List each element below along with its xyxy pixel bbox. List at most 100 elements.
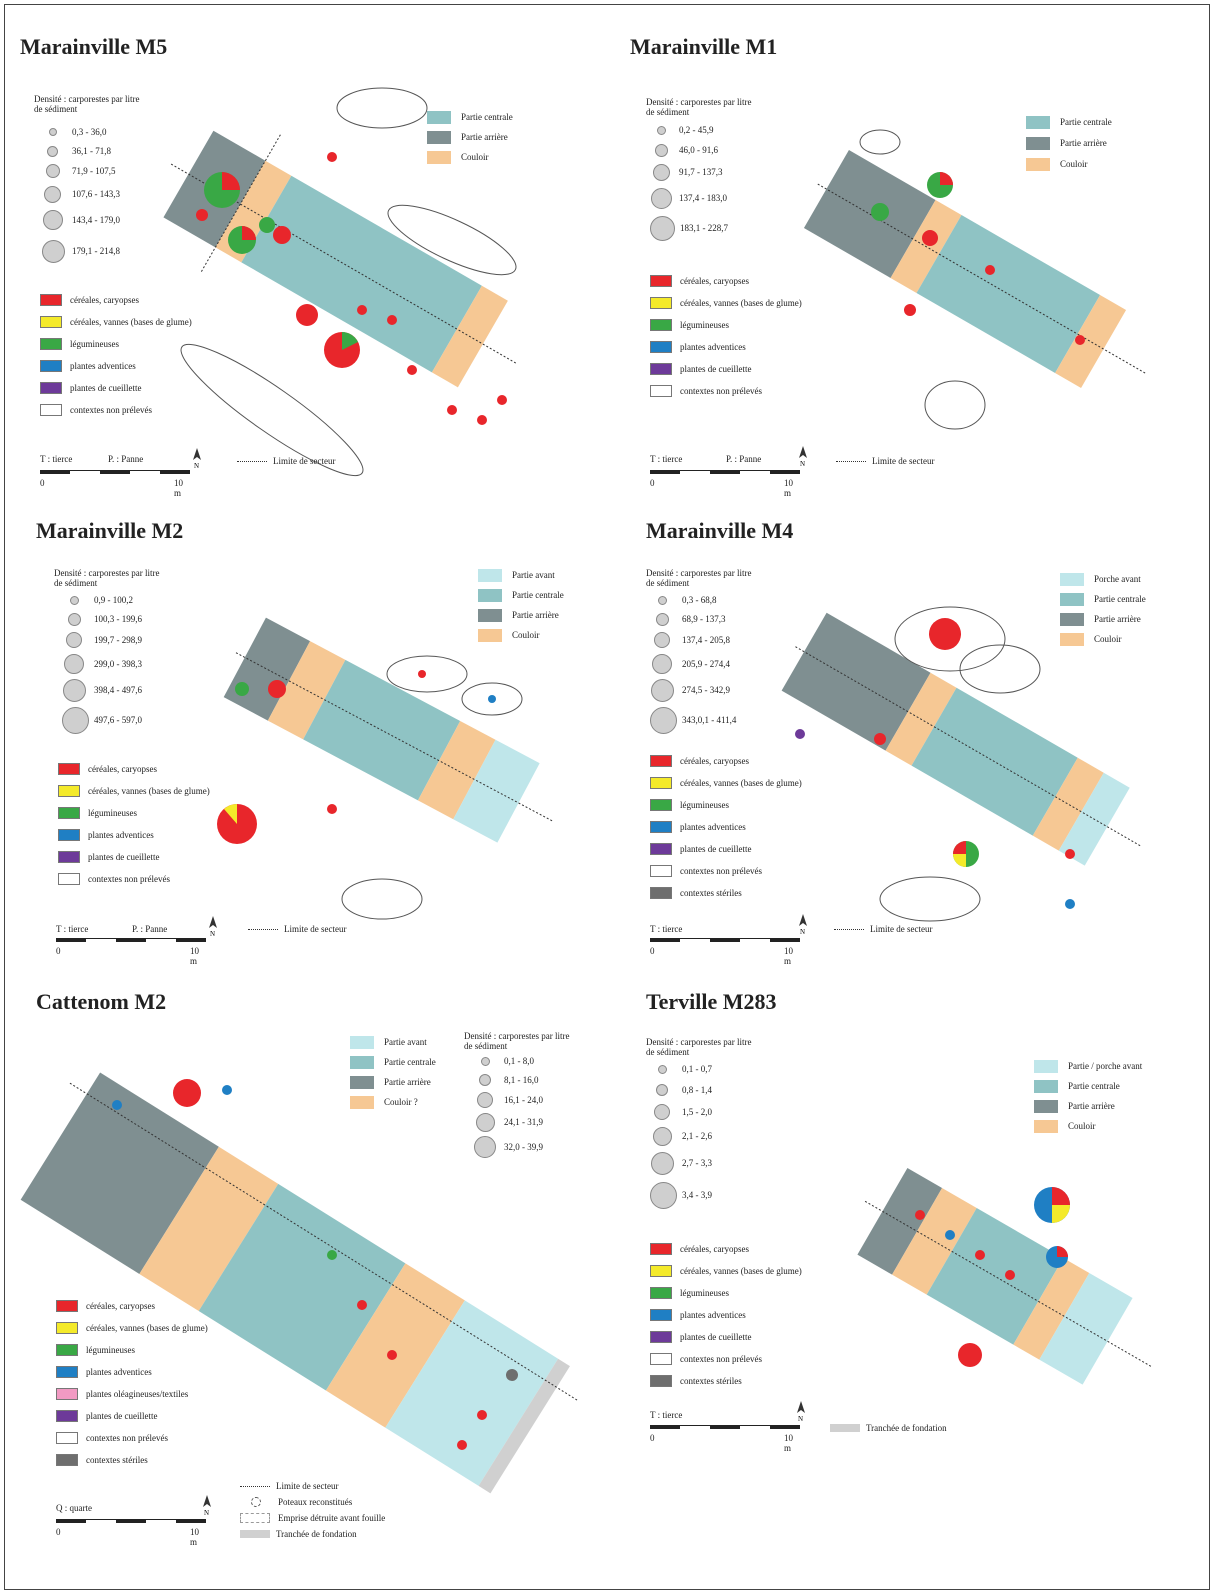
scale-bar: 0 10 m — [650, 1425, 800, 1453]
legend-cereales-vannes: céréales, vannes (bases de glume) — [650, 1264, 802, 1278]
density-class: 0,3 - 68,8 — [650, 592, 717, 608]
zone-partie-centrale: Partie centrale — [1034, 1079, 1120, 1093]
legend-non-preleves: contextes non prélevés — [56, 1431, 168, 1445]
density-class: 1,5 - 2,0 — [650, 1104, 712, 1120]
zone-partie-centrale: Partie centrale — [350, 1055, 436, 1069]
zone-couloir: Couloir ? — [350, 1095, 418, 1109]
density-class: 91,7 - 137,3 — [650, 163, 723, 181]
extra-tranchee-fondation: Tranchée de fondation — [240, 1527, 357, 1541]
svg-text:N: N — [798, 1415, 803, 1421]
density-class: 24,1 - 31,9 — [474, 1112, 543, 1132]
density-class: 274,5 - 342,9 — [650, 678, 730, 702]
zone-partie-avant: Partie avant — [350, 1035, 427, 1049]
legend-steriles: contextes stériles — [56, 1453, 148, 1467]
extra-poteaux-reconstitues: Poteaux reconstitués — [240, 1495, 352, 1509]
zone-partie-arriere: Partie arrière — [350, 1075, 431, 1089]
legend-cereales-caryopses: céréales, caryopses — [58, 762, 157, 776]
zone-partie-avant: Partie avant — [478, 568, 555, 582]
density-class: 68,9 - 137,3 — [650, 611, 726, 627]
svg-text:N: N — [210, 930, 215, 936]
legend-legumineuses: légumineuses — [58, 806, 137, 820]
density-class: 3,4 - 3,9 — [650, 1181, 712, 1209]
density-class: 0,9 - 100,2 — [62, 592, 133, 608]
north-arrow-icon: N — [193, 448, 201, 468]
legend-cereales-vannes: céréales, vannes (bases de glume) — [650, 776, 802, 790]
density-class: 0,1 - 0,7 — [650, 1061, 712, 1077]
density-class: 0,1 - 8,0 — [474, 1053, 534, 1069]
density-class: 497,6 - 597,0 — [62, 706, 142, 734]
zone-porche-avant: Porche avant — [1060, 572, 1141, 586]
density-class: 71,9 - 107,5 — [42, 163, 116, 179]
scale-bar: 0 10 m — [56, 938, 206, 966]
density-title: Densité : carporestes par litre de sédim… — [646, 568, 752, 588]
density-class: 107,6 - 143,3 — [42, 185, 120, 203]
density-class: 0,8 - 1,4 — [650, 1082, 712, 1098]
legend-cueillette: plantes de cueillette — [650, 842, 751, 856]
scale-bar: 0 10 m — [650, 470, 800, 498]
abbr-tierce: T : tierce — [650, 1410, 683, 1420]
legend-cereales-caryopses: céréales, caryopses — [650, 754, 749, 768]
abbr-panne: P. : Panne — [132, 924, 168, 934]
north-arrow-icon: N — [799, 446, 807, 466]
scale-bar: 0 10 m — [40, 470, 190, 498]
legend-non-preleves: contextes non prélevés — [40, 403, 152, 417]
density-title: Densité : carporestes par litre de sédim… — [464, 1031, 570, 1051]
density-class: 46,0 - 91,6 — [650, 142, 718, 158]
zone-partie-arriere: Partie arrière — [1034, 1099, 1115, 1113]
density-class: 143,4 - 179,0 — [42, 210, 120, 230]
density-class: 0,2 - 45,9 — [650, 122, 714, 138]
legend-non-preleves: contextes non prélevés — [650, 384, 762, 398]
density-class: 36,1 - 71,8 — [42, 143, 111, 159]
density-class: 16,1 - 24,0 — [474, 1092, 543, 1108]
legend-steriles: contextes stériles — [650, 886, 742, 900]
scale-bar: 0 10 m — [650, 938, 800, 966]
abbr-tierce: T : tierce — [40, 454, 73, 464]
svg-text:N: N — [204, 1509, 209, 1515]
house-plan — [20, 1072, 580, 1494]
extra-limite-secteur: Limite de secteur — [240, 1479, 338, 1493]
abbr-tierce: T : tierce — [56, 924, 89, 934]
limite-secteur: Limite de secteur — [836, 456, 934, 466]
legend-cereales-vannes: céréales, vannes (bases de glume) — [650, 296, 802, 310]
legend-legumineuses: légumineuses — [650, 1286, 729, 1300]
north-arrow-icon: N — [797, 1401, 805, 1421]
density-class: 0,3 - 36,0 — [42, 124, 107, 140]
density-class: 2,7 - 3,3 — [650, 1151, 712, 1175]
scale-bar: 0 10 m — [56, 1519, 206, 1547]
north-arrow-icon: N — [209, 916, 217, 936]
zone-couloir: Couloir — [478, 628, 540, 642]
density-class: 299,0 - 398,3 — [62, 654, 142, 674]
panel-title: Marainville M5 — [20, 34, 168, 59]
house-plan — [803, 129, 1148, 430]
panel-title: Marainville M1 — [630, 34, 778, 59]
density-title: Densité : carporestes par litre de sédim… — [646, 1037, 752, 1057]
legend-cereales-vannes: céréales, vannes (bases de glume) — [56, 1321, 208, 1335]
panel-title: Cattenom M2 — [36, 989, 167, 1014]
legend-cueillette: plantes de cueillette — [56, 1409, 157, 1423]
limite-secteur: Limite de secteur — [248, 924, 346, 934]
legend-adventices: plantes adventices — [40, 359, 136, 373]
panel-cattenom-m2: Cattenom M2 Partie avant Partie centrale… — [12, 985, 592, 1575]
panel-marainville-m5: Marainville M5 Densité : carporestes par… — [12, 30, 592, 530]
legend-cereales-caryopses: céréales, caryopses — [650, 1242, 749, 1256]
zone-partie-arriere: Partie arrière — [427, 130, 508, 144]
density-class: 137,4 - 205,8 — [650, 632, 730, 648]
legend-legumineuses: légumineuses — [650, 798, 729, 812]
extra-emprise-detruite: Emprise détruite avant fouille — [240, 1511, 385, 1525]
panel-title: Terville M283 — [646, 989, 777, 1014]
density-class: 100,3 - 199,6 — [62, 611, 142, 627]
legend-legumineuses: légumineuses — [40, 337, 119, 351]
north-arrow-icon: N — [203, 1495, 211, 1515]
zone-couloir: Couloir — [427, 150, 489, 164]
legend-non-preleves: contextes non prélevés — [650, 1352, 762, 1366]
limite-secteur: Limite de secteur — [237, 456, 335, 466]
density-class: 398,4 - 497,6 — [62, 678, 142, 702]
density-title: Densité : carporestes par litre de sédim… — [646, 97, 752, 117]
legend-adventices: plantes adventices — [56, 1365, 152, 1379]
legend-cereales-caryopses: céréales, caryopses — [650, 274, 749, 288]
legend-legumineuses: légumineuses — [56, 1343, 135, 1357]
density-title: Densité : carporestes par litre de sédim… — [34, 94, 140, 114]
legend-steriles: contextes stériles — [650, 1374, 742, 1388]
panel-marainville-m4: Marainville M4 Densité : carporestes par… — [620, 514, 1200, 1014]
legend-adventices: plantes adventices — [650, 1308, 746, 1322]
